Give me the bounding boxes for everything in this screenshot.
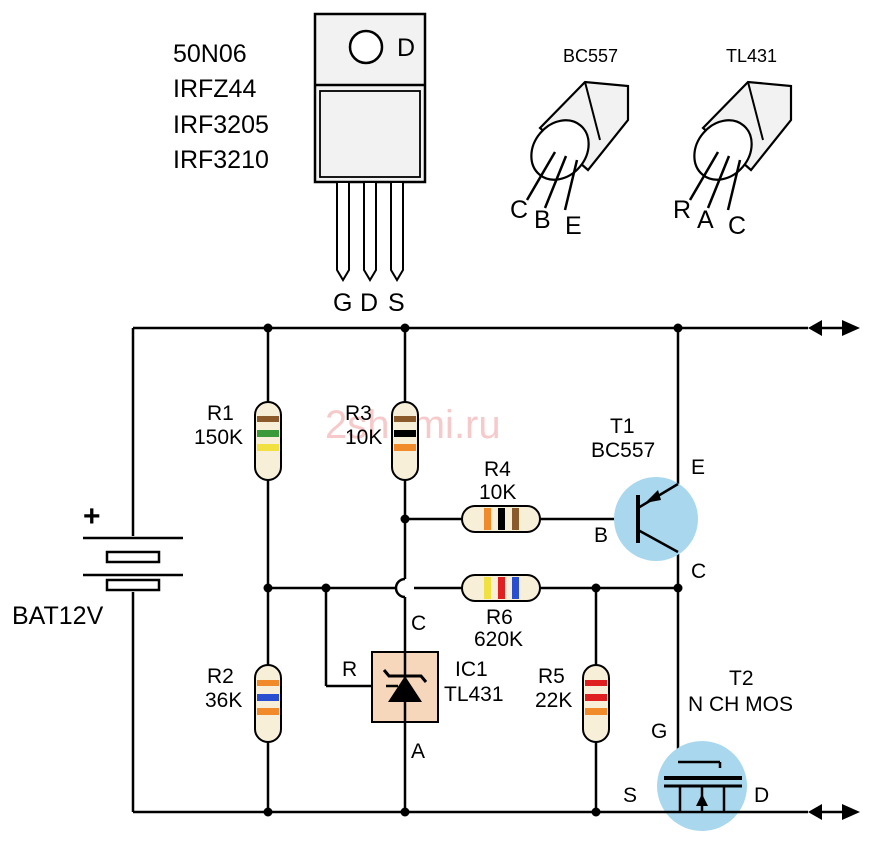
r3-name: R3 [345, 402, 372, 425]
mosfet-pin-d: D [360, 289, 378, 317]
r6-name: R6 [486, 606, 513, 629]
tl431-pin-c: C [728, 212, 746, 240]
r1-value: 150K [194, 426, 243, 449]
t2-pin-g: G [651, 720, 667, 743]
t2-pin-s: S [623, 784, 637, 807]
mosfet-pin-g: G [333, 289, 352, 317]
ic1-type: TL431 [444, 683, 504, 706]
t2-mosfet-symbol: T2 N CH MOS G S D [623, 667, 793, 831]
t1-pin-b: B [594, 524, 608, 547]
r2-name: R2 [207, 665, 234, 688]
part-number-2: IRFZ44 [173, 75, 256, 103]
resistor-r5: R5 22K [535, 664, 610, 743]
r4-name: R4 [484, 458, 511, 481]
bc557-pin-b: B [534, 206, 551, 234]
t2-name: T2 [729, 667, 754, 690]
junction-dots [263, 323, 683, 817]
mosfet-pin-s: S [388, 289, 405, 317]
ic1-pin-r: R [342, 658, 357, 681]
t1-pin-c: C [691, 560, 706, 583]
tl431-title: TL431 [726, 46, 777, 66]
bc557-title: BC557 [563, 46, 618, 66]
ic1-tl431-symbol: C R A IC1 TL431 [342, 612, 504, 763]
r4-value: 10K [479, 481, 516, 504]
r5-name: R5 [538, 665, 565, 688]
circuit-wires [131, 320, 860, 820]
part-number-4: IRF3210 [173, 146, 269, 174]
bc557-pin-e: E [565, 212, 582, 240]
bc557-pin-c: C [510, 196, 528, 224]
r5-value: 22K [535, 689, 572, 712]
mounting-hole-icon [348, 29, 384, 65]
t1-pin-e: E [691, 456, 705, 479]
mosfet-part-list: 50N06 IRFZ44 IRF3205 IRF3210 [173, 40, 269, 174]
resistor-r4: R4 10K [461, 458, 541, 533]
tl431-pin-a: A [697, 206, 714, 234]
t1-type: BC557 [591, 439, 655, 462]
t2-type: N CH MOS [688, 693, 793, 716]
battery-symbol: + BAT12V [12, 500, 183, 630]
mosfet-package-drawing: D G D S [313, 12, 427, 317]
resistor-r2: R2 36K [205, 664, 282, 743]
battery-plus-sign: + [83, 500, 101, 533]
battery-label: BAT12V [12, 602, 104, 630]
t1-bc557-symbol: T1 BC557 E B C [591, 415, 706, 583]
r1-name: R1 [207, 402, 234, 425]
tl431-package-drawing: TL431 R A C [673, 46, 793, 240]
ic1-pin-c: C [411, 612, 426, 635]
ic1-name: IC1 [455, 658, 488, 681]
t2-pin-d: D [754, 784, 769, 807]
resistor-r6: R6 620K [461, 574, 541, 651]
tl431-pin-r: R [673, 196, 691, 224]
mosfet-tab-label: D [397, 34, 415, 62]
part-number-3: IRF3205 [173, 111, 269, 139]
resistor-r3: R3 10K [345, 401, 419, 481]
ic1-pin-a: A [411, 740, 425, 763]
resistor-r1: R1 150K [194, 401, 282, 481]
r3-value: 10K [345, 426, 382, 449]
r6-value: 620K [474, 628, 523, 651]
bc557-package-drawing: BC557 C B E [510, 46, 630, 240]
r2-value: 36K [205, 689, 242, 712]
t1-name: T1 [610, 415, 635, 438]
part-number-1: 50N06 [173, 40, 247, 68]
